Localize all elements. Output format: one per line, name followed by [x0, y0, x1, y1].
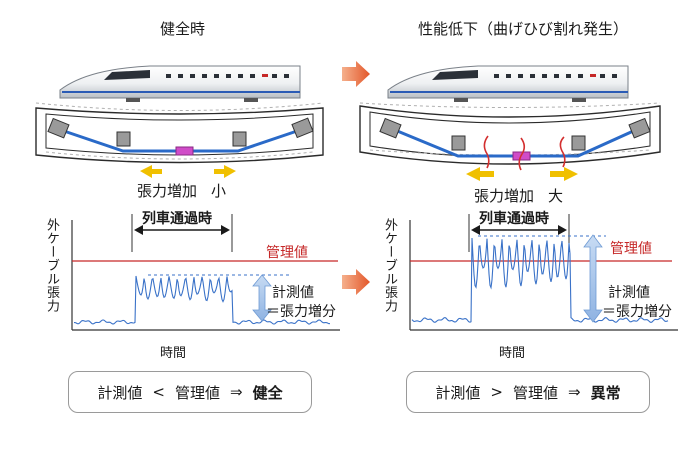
left-measure-arrow: [252, 274, 272, 322]
left-result-arrow: ⇒: [230, 383, 243, 401]
transition-arrow-top: [342, 61, 370, 87]
right-graph: [409, 214, 678, 331]
left-result-verdict: 健全: [252, 383, 283, 402]
right-tension-label: 張力増加: [474, 187, 535, 205]
right-result-arrow: ⇒: [568, 383, 581, 401]
right-result-measured: 計測値: [435, 383, 481, 402]
right-increase-label: ＝張力増分: [602, 304, 672, 320]
left-increase-label: ＝張力増分: [266, 304, 336, 320]
left-x-axis-label: 時間: [160, 346, 187, 361]
right-measure-arrow: [583, 234, 603, 323]
right-cracks: [483, 135, 566, 171]
left-tension-arrows: [140, 165, 236, 178]
right-result-box: 計測値 > 管理値 ⇒ 異常: [406, 371, 650, 413]
right-train: [387, 65, 629, 102]
left-measured-label: 計測値: [272, 285, 314, 301]
right-signal-line: [411, 237, 669, 323]
left-tension-level: 小: [211, 182, 227, 200]
left-result-operator: <: [152, 383, 165, 401]
right-result-threshold: 管理値: [512, 383, 558, 402]
right-anchors: [379, 117, 651, 151]
right-tension-level: 大: [548, 187, 564, 205]
right-result-operator: >: [490, 383, 503, 401]
transition-arrow-bottom: [342, 269, 370, 295]
right-measured-label: 計測値: [608, 285, 650, 301]
right-tension-arrows: [466, 167, 578, 181]
left-tension-sensor: [175, 146, 194, 156]
right-panel-title: 性能低下（曲げひび割れ発生）: [418, 20, 629, 38]
left-train: [59, 65, 301, 102]
right-tension-text: 張力増加大: [474, 185, 563, 206]
left-tension-text: 張力増加小: [137, 180, 226, 201]
right-threshold-label: 管理値: [610, 241, 652, 257]
left-signal-line: [74, 275, 331, 325]
right-result-verdict: 異常: [590, 383, 621, 402]
left-girder: [35, 102, 324, 164]
left-anchors: [47, 117, 314, 147]
left-result-threshold: 管理値: [174, 383, 220, 402]
left-result-measured: 計測値: [97, 383, 143, 402]
left-train-passing-label: 列車通過時: [142, 211, 212, 227]
right-train-passing-label: 列車通過時: [479, 211, 549, 227]
left-result-box: 計測値 < 管理値 ⇒ 健全: [68, 371, 312, 413]
left-graph: [71, 214, 340, 331]
right-x-axis-label: 時間: [499, 346, 526, 361]
left-panel-title: 健全時: [160, 20, 206, 38]
left-threshold-label: 管理値: [266, 245, 308, 261]
left-tension-label: 張力増加: [137, 182, 198, 200]
right-y-axis-label: 外ケーブル張力: [382, 218, 397, 313]
left-y-axis-label: 外ケーブル張力: [44, 218, 59, 313]
